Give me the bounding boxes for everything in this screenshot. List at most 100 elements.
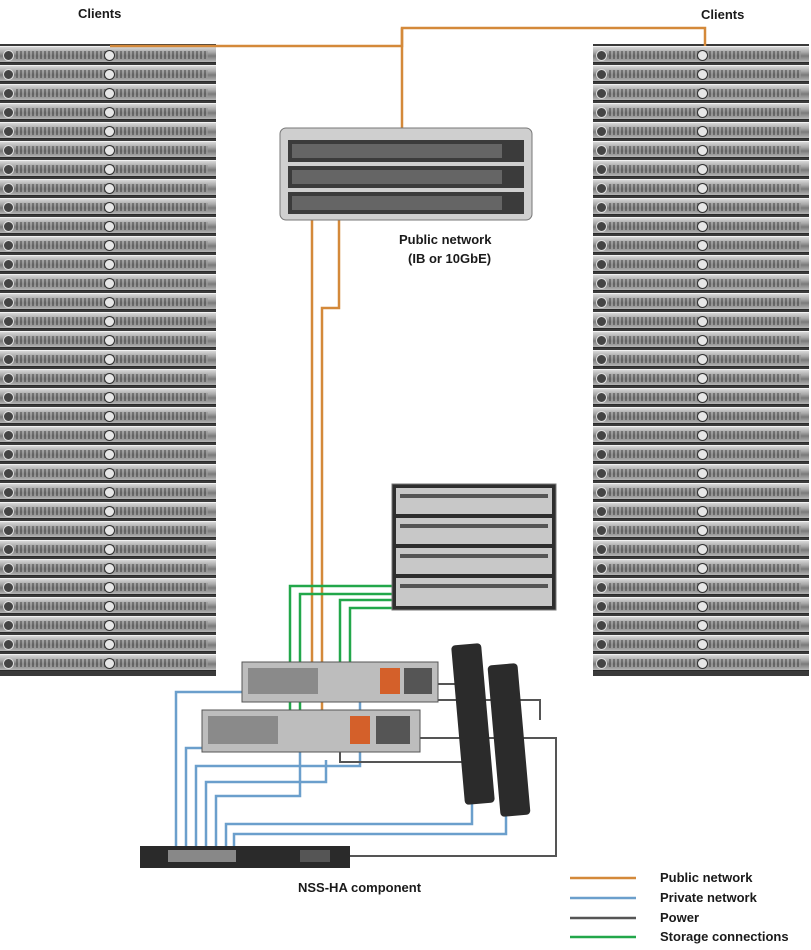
dell-logo-icon: [696, 316, 708, 327]
client-server-unit: [593, 103, 809, 120]
dell-logo-icon: [696, 544, 708, 555]
client-server-unit: [593, 388, 809, 405]
dell-logo-icon: [103, 69, 115, 80]
public-network-label: Public network: [399, 232, 492, 247]
client-server-unit: [0, 350, 216, 367]
dell-logo-icon: [103, 582, 115, 593]
client-server-unit: [593, 255, 809, 272]
dell-logo-icon: [103, 411, 115, 422]
public-network-sublabel: (IB or 10GbE): [408, 251, 492, 266]
client-server-unit: [593, 654, 809, 671]
dell-logo-icon: [103, 164, 115, 175]
dell-logo-icon: [696, 525, 708, 536]
dell-logo-icon: [696, 259, 708, 270]
dell-logo-icon: [103, 126, 115, 137]
nss-server-2: [201, 709, 421, 753]
nss-ha-label: NSS-HA component: [298, 880, 422, 895]
dell-logo-icon: [696, 563, 708, 574]
client-server-unit: [593, 445, 809, 462]
legend-swatches: [570, 876, 636, 939]
client-server-unit: [0, 312, 216, 329]
dell-logo-icon: [103, 449, 115, 460]
storage-array: [391, 483, 557, 611]
dell-logo-icon: [696, 202, 708, 213]
client-server-unit: [593, 84, 809, 101]
dell-logo-icon: [696, 183, 708, 194]
dell-logo-icon: [696, 145, 708, 156]
client-server-unit: [0, 331, 216, 348]
dell-logo-icon: [103, 145, 115, 156]
client-server-unit: [0, 521, 216, 538]
client-server-unit: [593, 312, 809, 329]
dell-logo-icon: [696, 411, 708, 422]
clients-right-label: Clients: [701, 7, 745, 22]
dell-logo-icon: [696, 392, 708, 403]
client-server-unit: [593, 635, 809, 652]
dell-logo-icon: [696, 487, 708, 498]
dell-logo-icon: [696, 639, 708, 650]
dell-logo-icon: [103, 278, 115, 289]
dell-logo-icon: [103, 316, 115, 327]
dell-logo-icon: [103, 563, 115, 574]
dell-logo-icon: [103, 240, 115, 251]
legend-public-label: Public network: [660, 870, 753, 885]
client-server-unit: [593, 141, 809, 158]
client-server-unit: [593, 597, 809, 614]
dell-logo-icon: [103, 525, 115, 536]
clients-left-label: Clients: [78, 6, 122, 21]
dell-logo-icon: [103, 221, 115, 232]
client-server-unit: [0, 84, 216, 101]
dell-logo-icon: [696, 240, 708, 251]
client-server-unit: [593, 331, 809, 348]
client-server-unit: [593, 578, 809, 595]
dell-logo-icon: [103, 468, 115, 479]
client-server-unit: [593, 540, 809, 557]
dell-logo-icon: [696, 297, 708, 308]
client-server-unit: [0, 616, 216, 633]
client-server-unit: [0, 274, 216, 291]
dell-logo-icon: [103, 601, 115, 612]
client-server-unit: [0, 179, 216, 196]
client-rack-right: [593, 44, 809, 676]
client-server-unit: [0, 388, 216, 405]
dell-logo-icon: [696, 164, 708, 175]
dell-logo-icon: [696, 69, 708, 80]
dell-logo-icon: [696, 373, 708, 384]
public-network-switch: [279, 127, 533, 221]
client-server-unit: [0, 597, 216, 614]
client-server-unit: [0, 445, 216, 462]
dell-logo-icon: [103, 335, 115, 346]
client-server-unit: [593, 426, 809, 443]
client-server-unit: [0, 65, 216, 82]
private-network-switch: [140, 846, 350, 868]
pdu-1: [451, 643, 495, 805]
client-server-unit: [0, 236, 216, 253]
client-server-unit: [0, 540, 216, 557]
dell-logo-icon: [696, 620, 708, 631]
client-server-unit: [593, 521, 809, 538]
client-server-unit: [593, 616, 809, 633]
client-server-unit: [593, 274, 809, 291]
client-server-unit: [593, 122, 809, 139]
client-server-unit: [0, 407, 216, 424]
dell-logo-icon: [103, 544, 115, 555]
client-server-unit: [593, 236, 809, 253]
dell-logo-icon: [696, 506, 708, 517]
dell-logo-icon: [103, 297, 115, 308]
dell-logo-icon: [103, 183, 115, 194]
legend-private-label: Private network: [660, 890, 757, 905]
client-server-unit: [593, 198, 809, 215]
client-server-unit: [593, 502, 809, 519]
dell-logo-icon: [103, 107, 115, 118]
client-server-unit: [593, 464, 809, 481]
dell-logo-icon: [103, 354, 115, 365]
client-server-unit: [593, 179, 809, 196]
client-server-unit: [0, 255, 216, 272]
client-server-unit: [0, 198, 216, 215]
dell-logo-icon: [696, 354, 708, 365]
client-server-unit: [0, 369, 216, 386]
dell-logo-icon: [103, 620, 115, 631]
client-server-unit: [593, 46, 809, 63]
dell-logo-icon: [103, 392, 115, 403]
legend-storage-label: Storage connections: [660, 929, 789, 944]
